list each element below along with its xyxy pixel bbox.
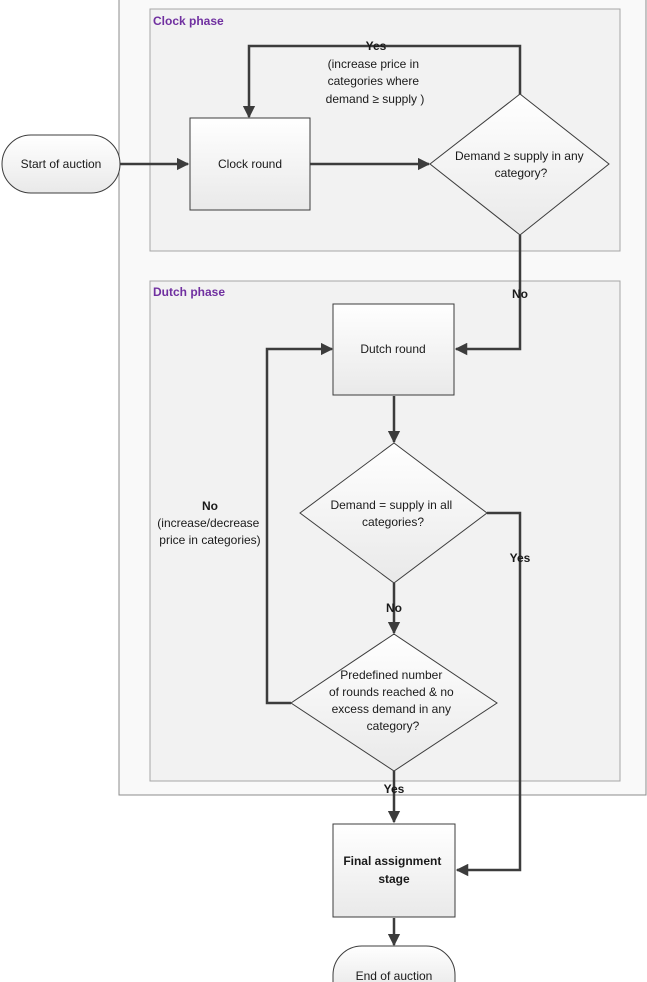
clock-yes-label: Yes — [366, 39, 387, 53]
rounds-no-note: (increase/decrease price in categories) — [157, 516, 262, 547]
clock-phase-title: Clock phase — [153, 14, 224, 28]
dutch-phase-title: Dutch phase — [153, 285, 225, 299]
clock-decision-line-2: category? — [495, 166, 548, 180]
end-terminal — [332, 945, 456, 982]
final-assignment-box — [332, 823, 456, 918]
rounds-decision-line-3: excess demand in any — [332, 702, 451, 716]
rounds-yes-label: Yes — [384, 782, 405, 796]
dutch-decision-line-1: Demand = supply in all — [330, 498, 452, 512]
dutch-yes-label: Yes — [510, 551, 531, 565]
edge-clock-no — [454, 235, 522, 356]
dutch-decision-label: Demand = supply in all categories? — [330, 498, 455, 529]
edge-rounds-no-loop — [265, 342, 334, 705]
clock-yes-note-line-1: (increase price in — [328, 57, 419, 71]
clock-yes-note-line-2: categories where — [328, 74, 420, 88]
edge-clock-yes-loop — [242, 44, 522, 119]
clock-yes-note: (increase price in categories where dema… — [326, 57, 425, 106]
dutch-round-box — [332, 303, 455, 396]
rounds-decision-diamond — [290, 633, 498, 772]
end-label: End of auction — [356, 969, 433, 982]
edge-dutch-yes — [455, 511, 522, 877]
dutch-decision-line-2: categories? — [362, 515, 424, 529]
clock-no-label: No — [512, 287, 528, 301]
dutch-decision-diamond — [299, 442, 488, 584]
final-assignment-line-2: stage — [378, 872, 410, 886]
start-terminal — [1, 134, 121, 194]
dutch-no-label: No — [386, 601, 402, 615]
rounds-decision-line-2: of rounds reached & no — [329, 685, 454, 699]
rounds-no-label: No — [202, 499, 218, 513]
start-label: Start of auction — [21, 157, 102, 171]
clock-yes-note-line-3: demand ≥ supply ) — [326, 92, 425, 106]
dutch-round-label: Dutch round — [360, 342, 425, 356]
clock-decision-diamond — [429, 93, 610, 236]
final-assignment-line-1: Final assignment — [343, 854, 441, 868]
rounds-no-note-line-2: price in categories) — [159, 533, 260, 547]
rounds-no-note-line-1: (increase/decrease — [157, 516, 259, 530]
clock-round-box — [189, 117, 311, 211]
rounds-decision-line-4: category? — [367, 719, 420, 733]
clock-decision-line-1: Demand ≥ supply in any — [455, 149, 584, 163]
final-assignment-label: Final assignment stage — [343, 854, 444, 886]
clock-decision-label: Demand ≥ supply in any category? — [455, 149, 587, 180]
rounds-decision-line-1: Predefined number — [340, 668, 442, 682]
clock-round-label: Clock round — [218, 157, 282, 171]
rounds-decision-label: Predefined number of rounds reached & no… — [329, 668, 457, 733]
